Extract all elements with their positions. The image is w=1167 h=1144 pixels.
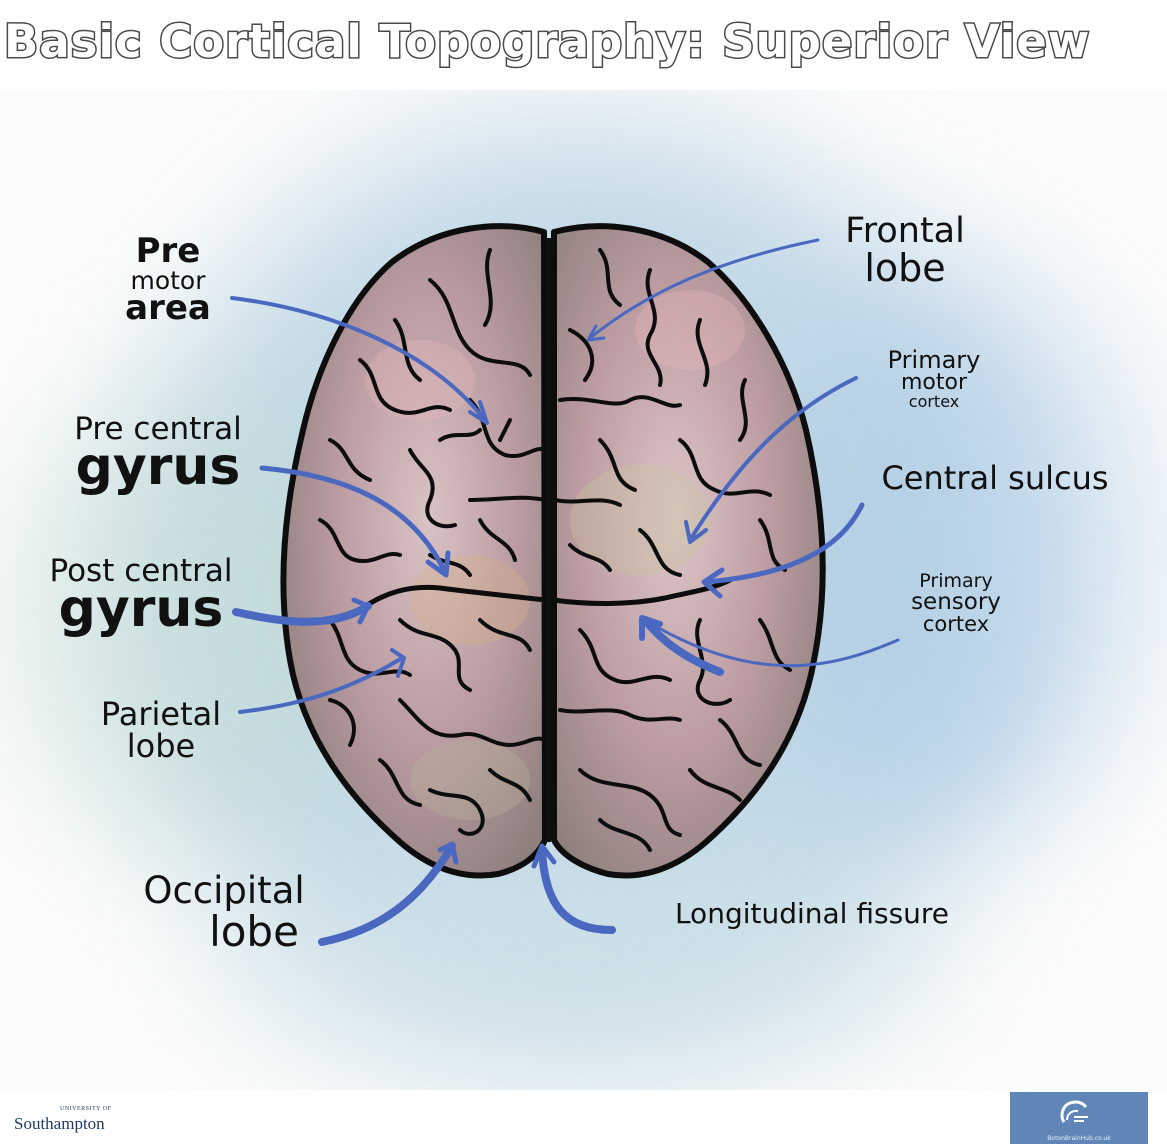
arrow-parietal-lobe <box>238 656 404 714</box>
arrow-pre-central-gyrus <box>259 465 448 575</box>
arrow-central-sulcus <box>702 502 865 585</box>
label-central-sulcus: Central sulcus <box>881 459 1109 497</box>
brain-logo-icon <box>1060 1100 1088 1123</box>
arrow-frontal-lobe <box>588 238 820 340</box>
label-pre-central-gyrus: Pre central gyrus <box>74 411 242 497</box>
label-post-central-gyrus: Post central gyrus <box>49 553 233 639</box>
arrow-occipital-lobe <box>318 842 456 946</box>
pointer-arrows <box>230 238 900 946</box>
label-primary-motor-cortex: Primary motor cortex <box>887 346 981 411</box>
arrow-primary-motor-cortex <box>688 376 858 542</box>
page-title: Basic Cortical Topography: Superior View <box>3 14 1091 70</box>
brain-hub-logo: BotonBrainHub.co.uk <box>1010 1092 1148 1144</box>
arrow-pre-motor-area <box>230 296 487 422</box>
background-haze-bottom <box>220 850 940 1060</box>
label-occipital-lobe: Occipital lobe <box>143 869 305 956</box>
label-longitudinal-fissure: Longitudinal fissure <box>674 897 950 930</box>
arrow-primary-sensory-cortex <box>643 618 900 668</box>
arrow-primary-sensory-cortex-thick <box>641 616 724 676</box>
label-pre-motor-area: Pre motor area <box>125 231 211 328</box>
label-frontal-lobe: Frontal lobe <box>845 211 965 290</box>
label-parietal-lobe: Parietal lobe <box>100 695 222 765</box>
label-primary-sensory-cortex: Primary sensory cortex <box>911 570 1001 636</box>
cortex-tint <box>365 290 745 820</box>
southampton-logo: UNIVERSITY OF Southampton <box>14 1106 112 1133</box>
arrow-longitudinal-fissure <box>538 846 616 934</box>
arrow-post-central-gyrus <box>232 602 372 626</box>
